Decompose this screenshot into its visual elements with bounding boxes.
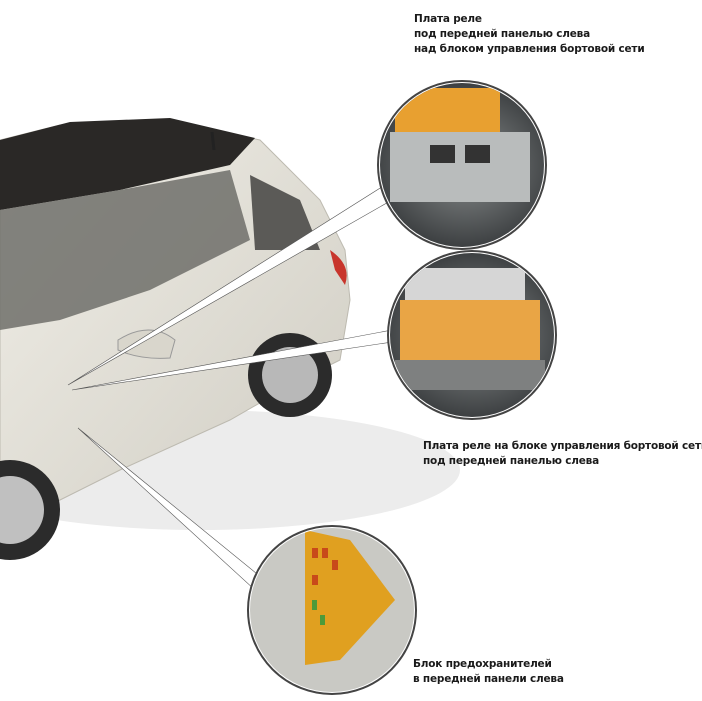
side-window [0, 170, 250, 330]
detail-fuse-box [247, 525, 417, 695]
caption-line: под передней панелью слева [414, 28, 590, 40]
roof [0, 118, 255, 210]
rear-window [250, 175, 320, 250]
caption-fuse-box: Блок предохранителей в передней панели с… [413, 657, 564, 687]
caption-line: в передней панели слева [413, 673, 564, 685]
caption-line: Плата реле [414, 13, 482, 25]
tail-light [330, 250, 347, 285]
caption-line: под передней панелью слева [423, 455, 599, 467]
caption-line: Блок предохранителей [413, 658, 552, 670]
antenna [210, 131, 216, 151]
caption-relay-top: Плата реле под передней панелью слева на… [414, 12, 645, 57]
caption-line: Плата реле на блоке управления бортовой … [423, 440, 702, 452]
mirror [117, 329, 176, 359]
caption-line: над блоком управления бортовой сети [414, 43, 645, 55]
detail-relay-middle [387, 250, 557, 420]
caption-relay-middle: Плата реле на блоке управления бортовой … [423, 439, 702, 469]
detail-relay-top [377, 80, 547, 250]
